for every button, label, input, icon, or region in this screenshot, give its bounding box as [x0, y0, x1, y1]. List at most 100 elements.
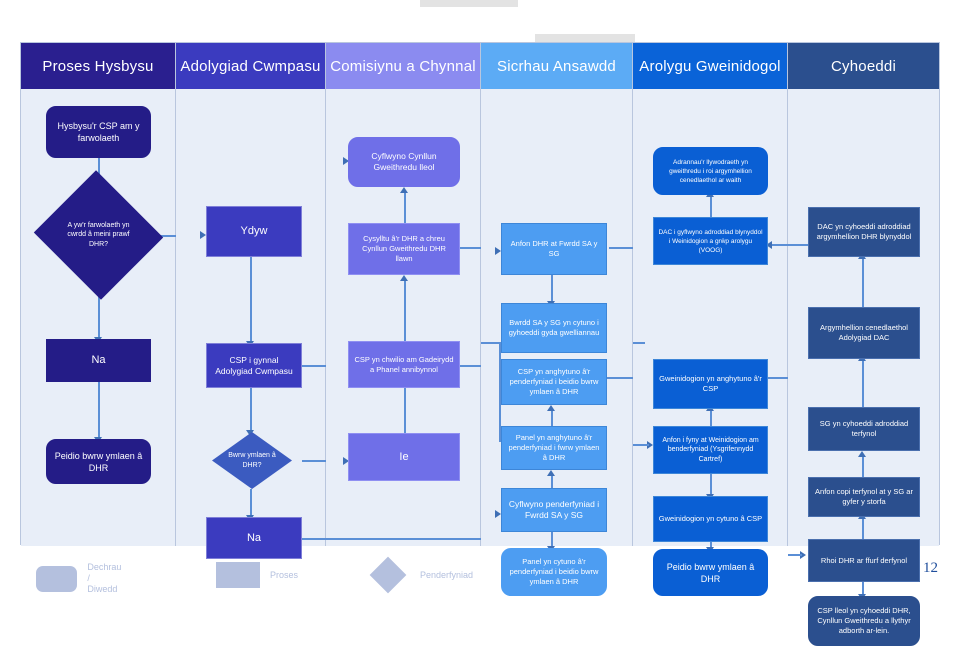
connector-right-to-dac [772, 244, 788, 246]
node-label: Ie [399, 450, 409, 463]
lane-proses-hysbysu: Proses Hysbysu Hysbysu'r CSP am y farwol… [21, 43, 184, 546]
arrowhead-right-to-anfonfyny [647, 441, 653, 449]
arrowhead-down-5 [246, 430, 254, 436]
lane-header-arolygu-gweinidogol: Arolygu Gweinidogol [633, 43, 787, 89]
node-label: Bwrw ymlaen â DHR? [228, 452, 276, 469]
node-sg-cyhoeddi[interactable]: SG yn cyhoeddi adroddiad terfynol [808, 407, 920, 451]
node-label: Bwrdd SA y SG yn cytuno i gyhoeddi gyda … [508, 318, 600, 337]
lane-header-cyhoeddi: Cyhoeddi [788, 43, 939, 89]
connector-left-riser [499, 342, 501, 441]
connector-gweinang-to-right [763, 377, 788, 379]
node-label: Na [246, 531, 262, 544]
connector-sg-to-argymhellion [862, 359, 864, 407]
arrowhead-left-to-dac [766, 241, 772, 249]
connector-decision-to-na [98, 279, 100, 339]
connector-csp-to-bwrw [250, 388, 252, 432]
node-anfon-dhr-bwrdd[interactable]: Anfon DHR at Fwrdd SA y SG [501, 223, 607, 275]
node-hysbysu-csp[interactable]: Hysbysu'r CSP am y farwolaeth [46, 106, 151, 158]
arrowhead-up-4 [547, 405, 555, 411]
node-label: Anfon copi terfynol at y SG ar gyfer y s… [815, 487, 913, 506]
legend-label: Proses [270, 569, 299, 580]
node-anfon-copi[interactable]: Anfon copi terfynol at y SG ar gyfer y s… [808, 477, 920, 517]
node-anfon-i-fyny[interactable]: Anfon i fyny at Weinidogion am benderfyn… [653, 426, 768, 474]
connector-na-to-peidio [98, 382, 100, 439]
node-peidio-bwrw-1[interactable]: Peidio bwrw ymlaen â DHR [46, 439, 151, 484]
connector-passthrough-1 [633, 342, 645, 344]
node-gweinidogion-cytuno[interactable]: Gweinidogion yn cytuno â CSP [653, 496, 768, 542]
node-adrannau-llywodraeth[interactable]: Adrannau'r llywodraeth yn gweithredu i r… [653, 147, 768, 195]
node-label: Ydyw [240, 225, 268, 237]
node-gweinidogion-anghytuno[interactable]: Gweinidogion yn anghytuno â'r CSP [653, 359, 768, 409]
lane-header-adolygiad-cwmpasu: Adolygiad Cwmpasu [176, 43, 325, 89]
node-ie[interactable]: Ie [348, 433, 460, 481]
node-argymhellion-cenedlaethol[interactable]: Argymhellion cenedlaethol Adolygiad DAC [808, 307, 920, 359]
node-panel-anghytuno[interactable]: Panel yn anghytuno â'r penderfyniad i fw… [501, 426, 607, 470]
node-cyflwyno-penderfyniad[interactable]: Cyflwyno penderfyniad i Fwrdd SA y SG [501, 488, 607, 532]
connector-in-left-rhoi [788, 554, 802, 556]
node-bwrw-ymlaen-decision[interactable]: Bwrw ymlaen â DHR? [212, 432, 292, 489]
node-label: Argymhellion cenedlaethol Adolygiad DAC [820, 323, 908, 342]
arrowhead-up-2 [400, 275, 408, 281]
node-label: Cysylltu â'r DHR a chreu Cynllun Gweithr… [362, 234, 446, 263]
node-cysylltu-dhr[interactable]: Cysylltu â'r DHR a chreu Cynllun Gweithr… [348, 223, 460, 275]
lane-body-cyhoeddi: DAC yn cyhoeddi adroddiad argymhellion D… [788, 89, 939, 646]
legend-label: Penderfyniad [420, 569, 474, 580]
connector-anfonfyny-to-gweinang [710, 409, 712, 433]
connector-chwilio-to-cysylltu [404, 279, 406, 349]
lane-header-sicrhau-ansawdd: Sicrhau Ansawdd [481, 43, 632, 89]
arrowhead-up-1 [400, 187, 408, 193]
lane-body-sicrhau-ansawdd: Anfon DHR at Fwrdd SA y SG Bwrdd SA y SG… [481, 89, 633, 596]
node-bwrdd-cytuno[interactable]: Bwrdd SA y SG yn cytuno i gyhoeddi gyda … [501, 303, 607, 353]
node-na-2[interactable]: Na [206, 517, 302, 559]
connector-anfoncopi-to-sg [862, 455, 864, 477]
diamond-swatch-icon [369, 556, 407, 594]
node-csp-chwilio[interactable]: CSP yn chwilio am Gadeirydd a Phanel ann… [348, 341, 460, 388]
node-panel-cytuno[interactable]: Panel yn cytuno â'r penderfyniad i beidi… [501, 548, 607, 596]
connector-in-left-anfonfyny [633, 444, 649, 446]
connector-ydyw-to-csp [250, 257, 252, 343]
node-cyflwyno-cynllun[interactable]: Cyflwyno Cynllun Gweithredu lleol [348, 137, 460, 187]
arrowhead-right-to-ydyw [200, 231, 206, 239]
legend-item-penderfyniad: Penderfyniad [366, 556, 474, 594]
connector-anfon-to-right [609, 247, 633, 249]
node-label: Anfon i fyny at Weinidogion am benderfyn… [662, 436, 759, 463]
lane-adolygiad-cwmpasu: Adolygiad Cwmpasu Ydyw CSP [176, 43, 326, 559]
node-label: CSP yn anghytuno â'r penderfyniad i beid… [509, 367, 599, 396]
arrowhead-right-to-ie [343, 457, 349, 465]
rect-swatch-icon [216, 562, 260, 588]
node-ydyw[interactable]: Ydyw [206, 206, 302, 257]
connector-in-dac-cyhoeddi [788, 244, 810, 246]
node-rhoi-dhr[interactable]: Rhoi DHR ar ffurf derfynol [808, 539, 920, 582]
lane-body-comisiynu-a-chynnal: Cyflwyno Cynllun Gweithredu lleol Cysyll… [326, 89, 483, 546]
connector-csp-to-right [302, 365, 326, 367]
lane-body-arolygu-gweinidogol: Adrannau'r llywodraeth yn gweithredu i r… [633, 89, 788, 596]
node-label: CSP lleol yn cyhoeddi DHR, Cynllun Gweit… [817, 606, 911, 635]
node-peidio-bwrw-2[interactable]: Peidio bwrw ymlaen â DHR [653, 549, 768, 596]
swimlane-diagram: Proses Hysbysu Hysbysu'r CSP am y farwol… [20, 42, 940, 646]
node-csp-cwmpasu[interactable]: CSP i gynnal Adolygiad Cwmpasu [206, 343, 302, 388]
node-csp-anghytuno[interactable]: CSP yn anghytuno â'r penderfyniad i beid… [501, 359, 607, 405]
node-csp-lleol[interactable]: CSP lleol yn cyhoeddi DHR, Cynllun Gweit… [808, 596, 920, 646]
node-na-1[interactable]: Na [46, 339, 151, 382]
node-label: DAC yn cyhoeddi adroddiad argymhellion D… [816, 222, 912, 241]
node-label: Peidio bwrw ymlaen â DHR [54, 450, 143, 473]
arrowhead-right-to-cyflwyno-pend [495, 510, 501, 518]
node-meini-prawf-decision[interactable]: A yw'r farwolaeth yn cwrdd â meini prawf… [33, 170, 164, 300]
arrowhead-right-to-rhoi [800, 551, 806, 559]
lane-sicrhau-ansawdd: Sicrhau Ansawdd Anf [481, 43, 633, 596]
connector-anfonfyny-to-gweincyt [710, 474, 712, 496]
lane-arolygu-gweinidogol: Arolygu Gweinidogol Adrannau [633, 43, 788, 596]
node-label: Panel yn anghytuno â'r penderfyniad i fw… [508, 433, 600, 462]
legend-item-dechrau-diwedd: Dechrau / Diwedd [36, 562, 124, 595]
node-label: Hysbysu'r CSP am y farwolaeth [57, 121, 140, 143]
connector-bwrw-to-na2 [250, 489, 252, 517]
node-label: DAC i gyflwyno adroddiad blynyddol i Wei… [658, 228, 763, 254]
node-label: CSP yn chwilio am Gadeirydd a Phanel ann… [354, 354, 454, 374]
node-label: Panel yn cytuno â'r penderfyniad i beidi… [509, 557, 599, 586]
connector-na2-to-right [302, 538, 326, 540]
connector-ie-to-chwilio [404, 381, 406, 443]
connector-na2-passthrough [326, 538, 481, 540]
node-dac-cyflwyno[interactable]: DAC i gyflwyno adroddiad blynyddol i Wei… [653, 217, 768, 265]
node-dac-cyhoeddi[interactable]: DAC yn cyhoeddi adroddiad argymhellion D… [808, 207, 920, 257]
